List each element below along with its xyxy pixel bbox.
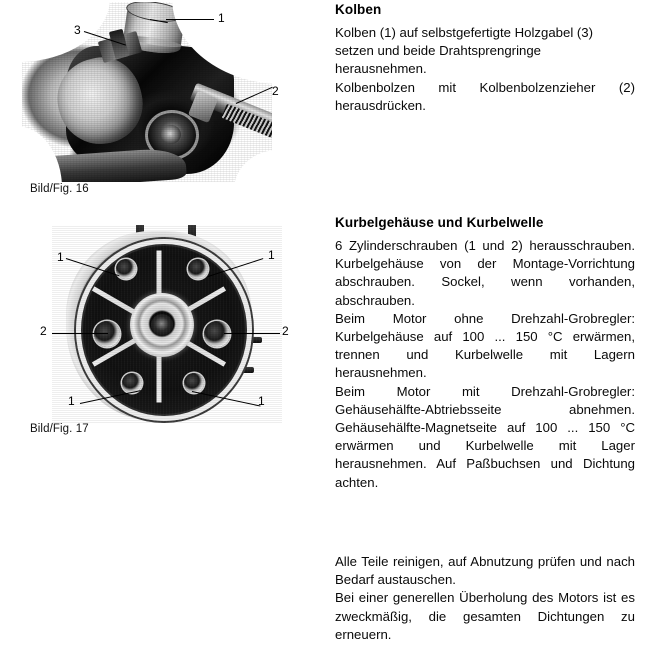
section-kolben-body: Kolben (1) auf selbstgefertigte Holzgabe… (335, 24, 635, 115)
figure-column: 1 3 2 Bild/Fig. 16 (0, 0, 330, 450)
section-kurbelgehaeuse-heading: Kurbelgehäuse und Kurbelwelle (335, 215, 544, 230)
figure-17-callout-1-bottom-left: 1 (68, 394, 75, 408)
text-column: Kolben Kolben (1) auf selbstgefertigte H… (335, 0, 640, 651)
figure-17-callout-2-left: 2 (40, 324, 47, 338)
photo-grain-overlay (52, 225, 282, 423)
figure-17-callout-2-right: 2 (282, 324, 289, 338)
paragraph: Kolben (1) auf selbstgefertigte Holzgabe… (335, 25, 594, 77)
figure-17: 1 1 2 2 1 1 Bild/Fig. 17 (0, 225, 330, 450)
figure-17-leader-2-right (224, 333, 280, 334)
section-kurbelgehaeuse-body: 6 Zylinderschrauben (1 und 2) herausschr… (335, 237, 635, 492)
cylinder-screw-bottom-right (184, 373, 204, 393)
cylinder-screw-mid-right (204, 321, 230, 347)
paragraph: Bei einer generellen Überholung des Moto… (335, 590, 635, 642)
cylinder-screw-top-right (188, 259, 208, 279)
figure-16-leader-1 (166, 19, 214, 20)
cylinder-screw-bottom-left (122, 373, 142, 393)
crank-hub-core (161, 125, 181, 144)
figure-17-photo (52, 225, 282, 423)
paragraph: Kolbenbolzen mit Kolbenbolzenzieher (2) … (335, 79, 635, 113)
figure-16-photo (22, 2, 272, 182)
figure-16-callout-1: 1 (218, 11, 225, 25)
cylinder-screw-mid-left (94, 321, 120, 347)
section-allgemein: Alle Teile reinigen, auf Abnutzung prüfe… (335, 553, 635, 644)
figure-17-callout-1-bottom-right: 1 (258, 394, 265, 408)
paragraph: 6 Zylinderschrauben (1 und 2) herausschr… (335, 238, 635, 308)
figure-16-callout-3: 3 (74, 23, 81, 37)
figure-16-callout-2: 2 (272, 84, 279, 98)
figure-16-caption: Bild/Fig. 16 (30, 183, 89, 195)
figure-17-callout-1-top-right: 1 (268, 248, 275, 262)
paragraph: Beim Motor mit Drehzahl-Grobregler: Gehä… (335, 383, 635, 490)
figure-17-caption: Bild/Fig. 17 (30, 423, 89, 435)
section-kolben-heading: Kolben (335, 2, 382, 17)
section-allgemein-body: Alle Teile reinigen, auf Abnutzung prüfe… (335, 553, 635, 644)
section-kolben: Kolben Kolben (1) auf selbstgefertigte H… (335, 2, 635, 115)
paragraph: Beim Motor ohne Drehzahl-Grobregler: Kur… (335, 310, 635, 381)
crankshaft-end (151, 314, 173, 336)
stud-right-lower (236, 367, 254, 373)
figure-17-leader-2-left (52, 333, 108, 334)
figure-17-callout-1-top-left: 1 (57, 250, 64, 264)
figure-16: 1 3 2 Bild/Fig. 16 (0, 0, 330, 205)
cylinder-screw-top-left (116, 259, 136, 279)
section-kurbelgehaeuse: Kurbelgehäuse und Kurbelwelle 6 Zylinder… (335, 215, 635, 492)
paragraph: Alle Teile reinigen, auf Abnutzung prüfe… (335, 554, 635, 588)
